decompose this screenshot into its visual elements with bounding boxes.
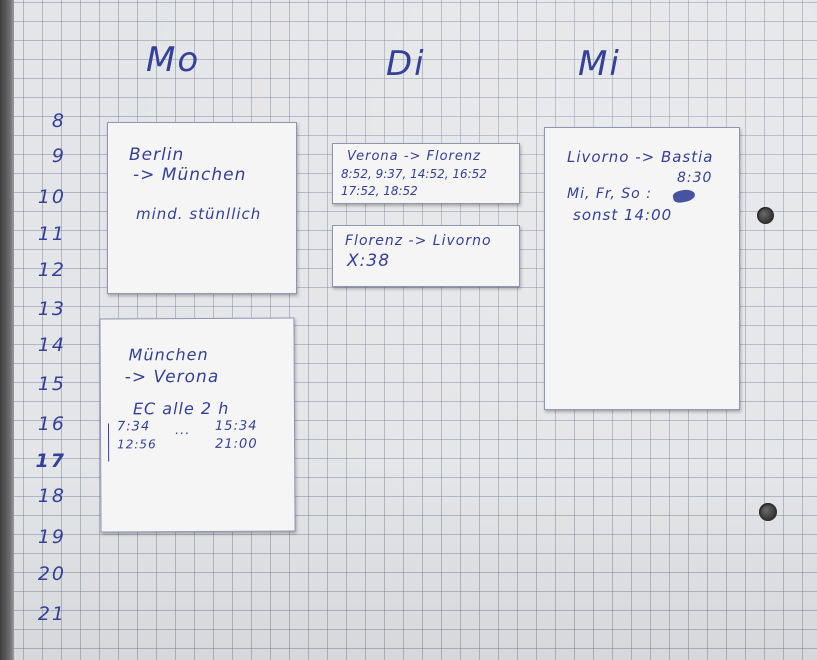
hour-label: 13 [37,298,66,320]
note-berlin-muenchen: Berlin -> München mind. stünllich [107,122,297,294]
hour-label: 8 [51,110,66,132]
hour-label: 9 [51,145,66,167]
note-verona-florenz: Verona -> Florenz 8:52, 9:37, 14:52, 16:… [332,143,520,204]
punch-hole [757,207,774,224]
hour-label: 20 [37,563,66,585]
hour-label: 21 [37,603,66,625]
departure-time: 15:34 [214,418,258,434]
note-line: 8:52, 9:37, 14:52, 16:52 [341,167,487,181]
hour-label: 14 [37,334,66,356]
day-header-mi: Mi [578,44,621,84]
hour-label: 17 [35,450,66,472]
day-header-di: Di [386,44,426,84]
note-line: München [128,344,209,365]
note-florenz-livorno: Florenz -> Livorno X:38 [332,225,520,287]
note-line: EC alle 2 h [132,398,230,419]
note-line: Livorno -> Bastia [567,148,714,166]
note-line: sonst 14:00 [573,206,673,224]
note-muenchen-verona: München -> Verona EC alle 2 h 7:34 ... 1… [99,317,296,533]
note-line: -> Verona [124,366,220,388]
arrival-time: 12:56 [117,437,157,452]
punch-hole [759,503,777,521]
note-line: mind. stünllich [136,205,262,223]
hour-label: 16 [37,413,66,435]
hour-label: 11 [37,223,66,245]
note-line: Verona -> Florenz [347,149,481,164]
note-line: X:38 [347,251,391,271]
note-livorno-bastia: Livorno -> Bastia 8:30 Mi, Fr, So : sons… [544,127,740,410]
ink-mark [107,423,110,462]
hour-label: 10 [37,186,66,208]
hour-label: 15 [37,373,66,395]
note-line: 8:30 [677,170,713,186]
day-header-mo: Mo [146,40,201,80]
hour-label: 19 [37,526,66,548]
note-line: Florenz -> Livorno [345,233,492,249]
ellipsis: ... [174,423,191,439]
notebook-binding-edge [0,0,14,660]
arrival-time: 21:00 [215,436,258,452]
hour-label: 12 [37,259,66,281]
note-line: Mi, Fr, So : [567,186,652,202]
note-line: 17:52, 18:52 [341,184,418,198]
scribble-mark [671,187,697,205]
note-line: -> München [133,165,247,185]
hour-label: 18 [37,485,66,507]
departure-time: 7:34 [116,419,151,435]
note-line: Berlin [129,145,185,165]
